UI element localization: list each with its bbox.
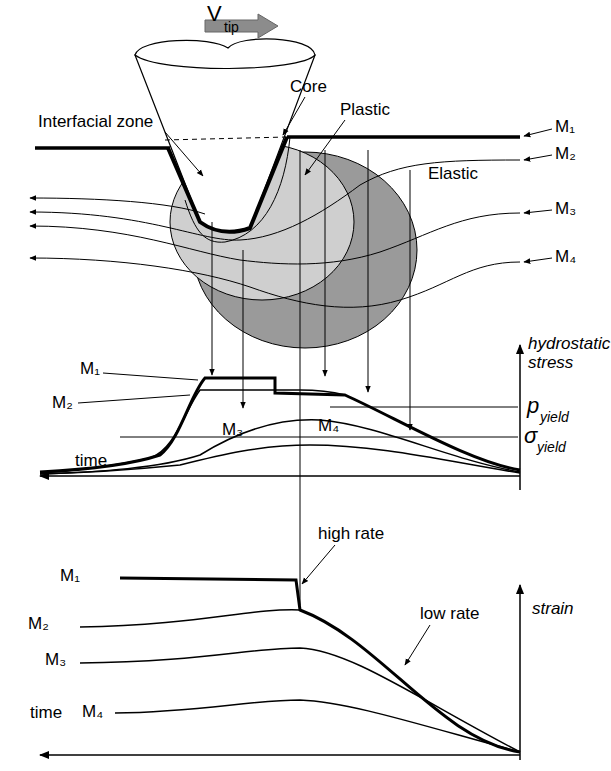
callout-text: low rate <box>420 605 480 624</box>
zone-label: Elastic <box>428 165 478 184</box>
curve-label: M₃ <box>222 421 243 440</box>
axis-title: time <box>75 452 107 471</box>
axis-level-subscript: yield <box>540 410 569 425</box>
streamline-label: M₁ <box>555 118 575 137</box>
velocity-symbol: V <box>207 2 222 26</box>
curve-label: M₄ <box>318 417 339 436</box>
axis-level: σ <box>524 424 537 448</box>
curve-label: M₄ <box>82 703 103 722</box>
curve-label: M₂ <box>28 615 49 634</box>
axis-level-subscript: yield <box>537 440 566 455</box>
curve-label: M₁ <box>80 360 100 379</box>
streamline-label: M₄ <box>555 248 576 267</box>
zone-label: Core <box>290 78 327 97</box>
streamline-label: M₂ <box>555 145 576 164</box>
velocity-subscript: tip <box>224 20 239 35</box>
callout-text: high rate <box>318 525 384 544</box>
curve-label: M₃ <box>45 651 66 670</box>
curve-label: M₂ <box>52 394 73 413</box>
curve-label: M₁ <box>60 567 80 586</box>
axis-title: hydrostatic stress <box>528 335 606 372</box>
axis-title: time <box>30 704 62 723</box>
zone-label: Plastic <box>340 101 390 120</box>
streamline-label: M₃ <box>555 200 576 219</box>
axis-title: strain <box>532 600 574 619</box>
zone-label: Interfacial zone <box>38 113 153 132</box>
axis-level: p <box>527 394 539 418</box>
